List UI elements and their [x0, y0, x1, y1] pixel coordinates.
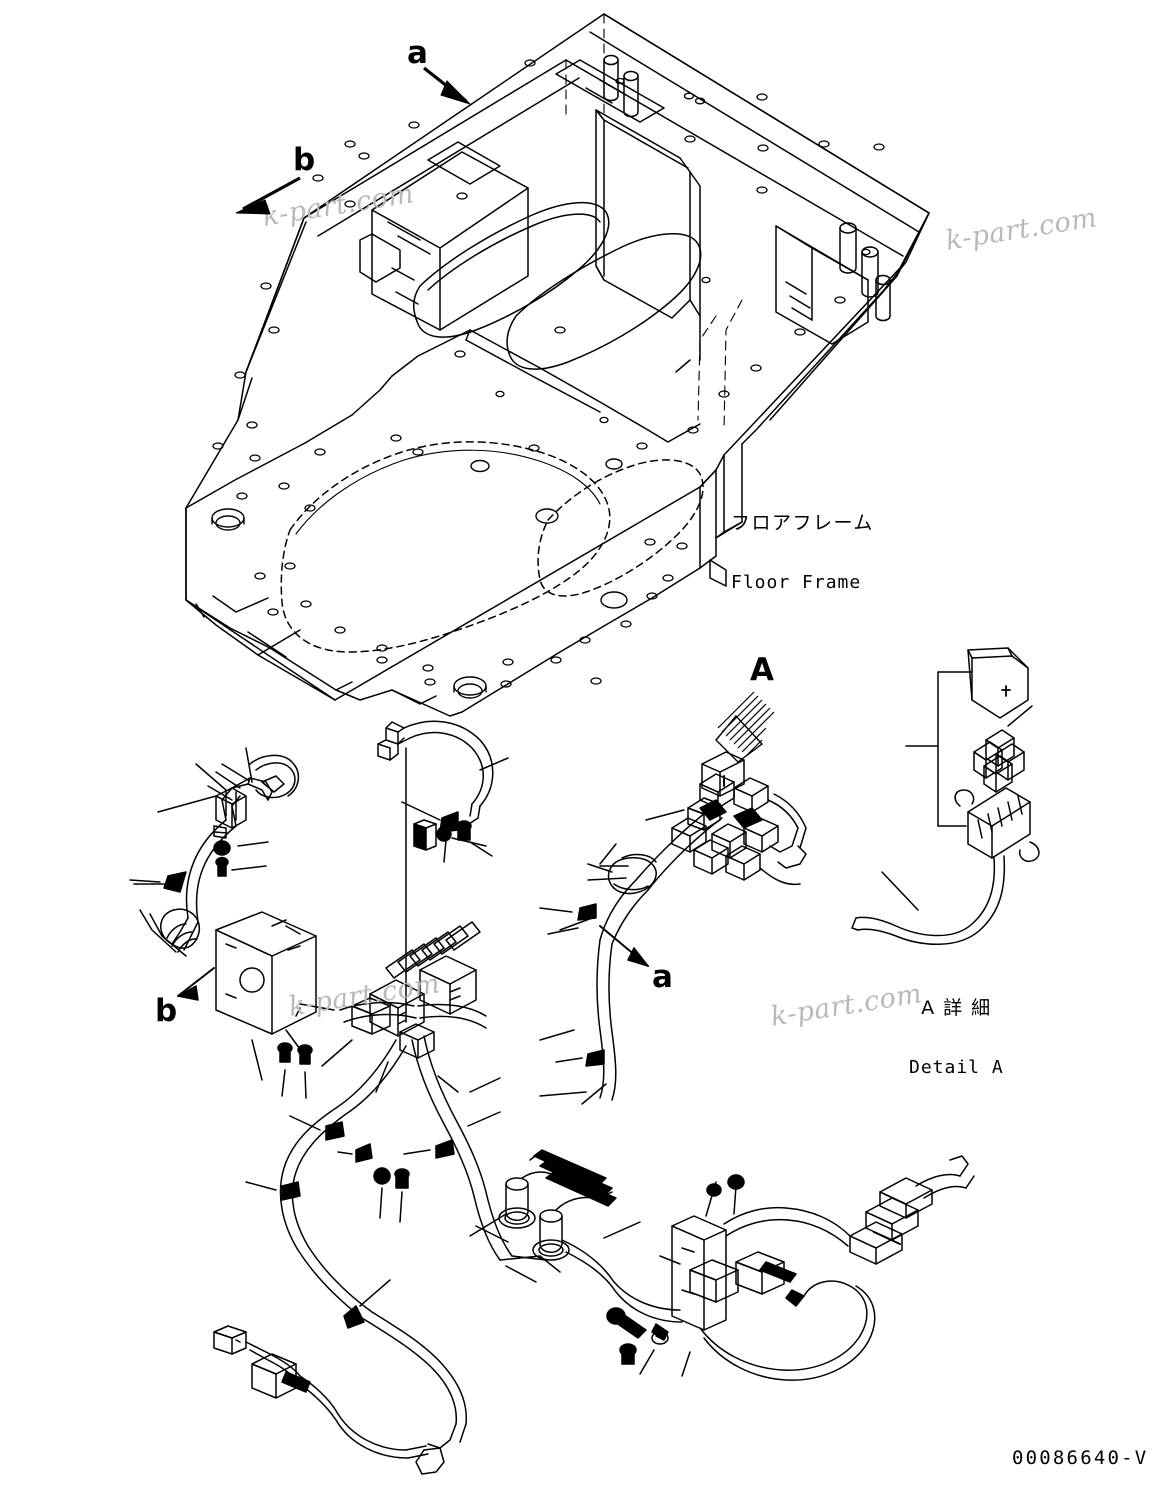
floor-frame-label-en: Floor Frame	[731, 572, 862, 594]
detail-a-label-en: Detail A	[909, 1057, 1004, 1079]
detail-a-label: A 詳 細 Detail A	[909, 959, 1004, 1117]
detail-a-label-jp: A 詳 細	[921, 997, 992, 1019]
callout-b-lower: b	[155, 993, 178, 1029]
wiring-harness-drawing	[129, 720, 975, 1475]
drawing-number: 00086640-V	[1012, 1447, 1149, 1469]
callout-b-upper: b	[293, 142, 316, 178]
detail-a-drawing	[851, 647, 1040, 945]
floor-frame-label: フロアフレーム Floor Frame	[731, 474, 874, 632]
callout-a-upper: a	[407, 35, 428, 71]
callout-a-lower: a	[652, 959, 673, 995]
floor-frame-drawing	[185, 13, 930, 717]
callout-a-detail: A	[750, 652, 774, 688]
floor-frame-label-jp: フロアフレーム	[731, 512, 874, 534]
